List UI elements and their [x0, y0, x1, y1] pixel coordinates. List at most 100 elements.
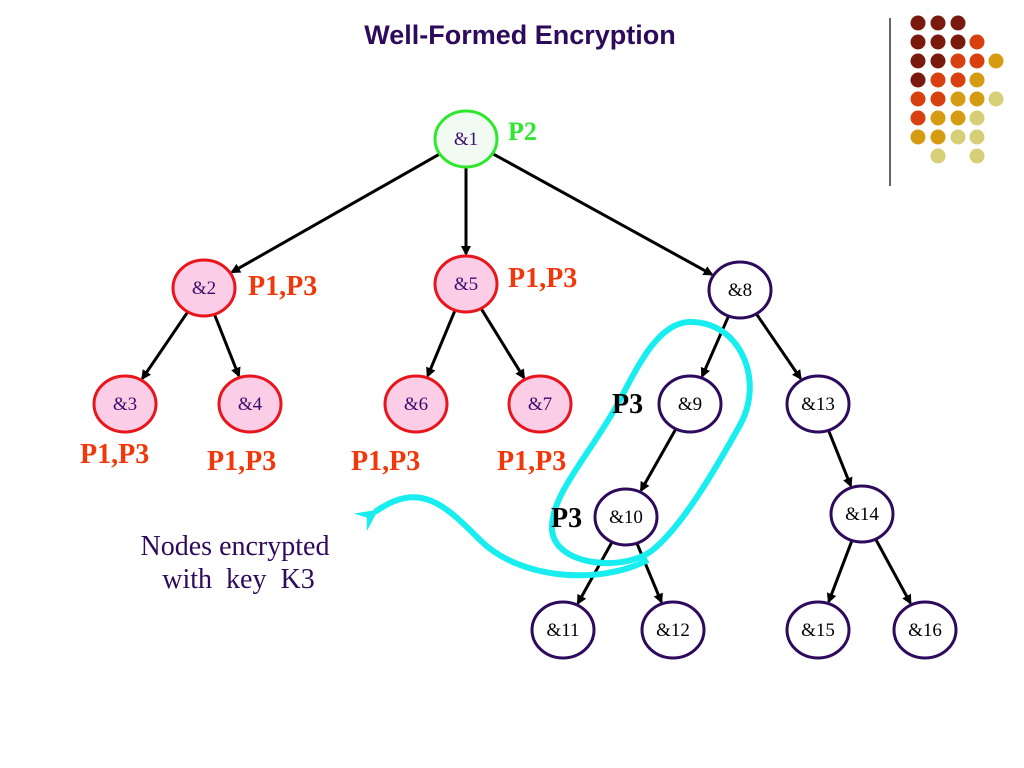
decorative-dot: [910, 72, 926, 88]
node-label: &14: [845, 504, 879, 525]
decorative-dot: [910, 15, 926, 31]
node-label: &15: [801, 620, 835, 641]
node-label: &9: [678, 394, 702, 415]
permission-annotation-5: P1,P3: [508, 263, 577, 294]
tree-nodes: &1&2&3&4&5&6&7&8&9&10&11&12&13&14&15&16: [92, 109, 958, 660]
node-circle: [640, 600, 706, 660]
edge-13-14: [827, 430, 853, 488]
permission-annotation-1: P2: [508, 117, 537, 146]
decorative-dot: [950, 72, 966, 88]
tree-node-3: &3: [92, 374, 158, 434]
decorative-dot: [969, 91, 985, 107]
decorative-dot: [950, 53, 966, 69]
tree-node-11: &11: [530, 600, 596, 660]
decorative-dot: [969, 129, 985, 145]
permission-annotation-4: P1,P3: [207, 446, 276, 477]
node-circle: [593, 487, 659, 547]
highlight-arrow-to-caption: [353, 494, 650, 579]
permission-annotation-10: P3: [551, 503, 582, 534]
node-label: &10: [609, 507, 643, 528]
caption-line-2: with key K3: [155, 564, 315, 595]
node-circle: [507, 374, 573, 434]
tree-node-13: &13: [785, 374, 851, 434]
node-circle: [217, 374, 283, 434]
tree-edges: [141, 152, 912, 605]
permission-annotation-3: P1,P3: [80, 439, 149, 470]
permission-annotation-6: P1,P3: [351, 446, 420, 477]
decorative-dot: [930, 34, 946, 50]
node-circle: [171, 258, 237, 318]
node-label: &8: [728, 280, 752, 301]
decorative-dot: [910, 91, 926, 107]
decorative-dot: [910, 129, 926, 145]
node-circle: [829, 484, 895, 544]
node-circle: [657, 374, 723, 434]
decorative-dot: [950, 15, 966, 31]
node-label: &12: [656, 620, 690, 641]
slide-title: Well-Formed Encryption: [364, 20, 676, 50]
edge-5-6: [426, 310, 457, 378]
decorative-dot: [988, 91, 1004, 107]
decorative-dot: [930, 91, 946, 107]
decorative-dot: [930, 129, 946, 145]
decorative-dot: [950, 110, 966, 126]
node-label: &2: [192, 278, 216, 299]
decorative-dot: [988, 53, 1004, 69]
decorative-dot: [950, 129, 966, 145]
node-label: &1: [454, 129, 478, 150]
tree-node-10: &10: [593, 487, 659, 547]
edge-8-9: [700, 316, 730, 378]
decorative-dot: [930, 148, 946, 164]
tree-node-9: &9: [657, 374, 723, 434]
decorative-dot: [969, 110, 985, 126]
node-circle: [785, 600, 851, 660]
edge-9-10: [639, 429, 677, 493]
node-circle: [530, 600, 596, 660]
edge-1-2: [230, 153, 440, 274]
permission-annotation-9: P3: [612, 389, 643, 420]
node-label: &4: [238, 394, 263, 415]
tree-node-15: &15: [785, 600, 851, 660]
decorative-dot: [930, 110, 946, 126]
node-label: &7: [528, 394, 552, 415]
tree-node-6: &6: [383, 374, 449, 434]
edge-5-7: [480, 308, 526, 380]
edge-14-16: [874, 539, 912, 605]
decorative-dot: [950, 91, 966, 107]
tree-node-5: &5: [433, 254, 499, 314]
permission-annotation-2: P1,P3: [248, 271, 317, 302]
edge-8-13: [755, 313, 802, 381]
decorative-dot: [910, 53, 926, 69]
tree-node-1: &1: [433, 109, 499, 169]
node-circle: [92, 374, 158, 434]
decorative-dot: [969, 34, 985, 50]
caption-text: Nodes encrypted with key K3: [100, 530, 370, 596]
tree-node-14: &14: [829, 484, 895, 544]
node-circle: [892, 600, 958, 660]
tree-node-16: &16: [892, 600, 958, 660]
tree-node-4: &4: [217, 374, 283, 434]
node-circle: [785, 374, 851, 434]
node-label: &3: [113, 394, 137, 415]
decorative-dot: [910, 34, 926, 50]
decorative-dot: [950, 34, 966, 50]
edge-2-4: [213, 314, 241, 378]
tree-node-2: &2: [171, 258, 237, 318]
highlight-loop-k3: [548, 318, 753, 566]
decorative-dot: [969, 72, 985, 88]
tree-node-8: &8: [707, 260, 773, 320]
decorative-dot: [930, 72, 946, 88]
decorative-dot-grid: [910, 15, 1004, 164]
decorative-dot: [930, 15, 946, 31]
decorative-dot: [969, 148, 985, 164]
node-circle: [433, 254, 499, 314]
node-circle: [383, 374, 449, 434]
caption-line-1: Nodes encrypted: [140, 531, 330, 562]
node-label: &6: [404, 394, 428, 415]
edge-2-3: [141, 311, 189, 381]
decorative-dot: [930, 53, 946, 69]
node-label: &13: [801, 394, 835, 415]
edge-1-8: [492, 152, 714, 276]
